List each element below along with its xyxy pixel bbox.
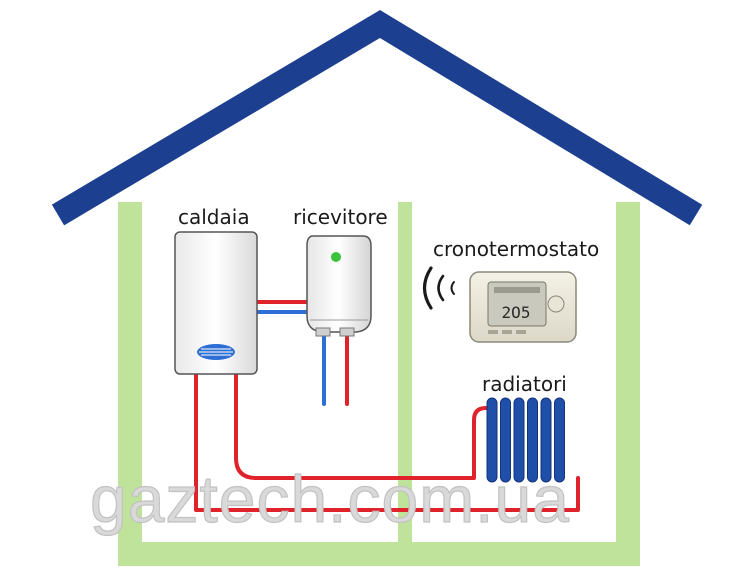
boiler-flame-window [197,344,235,360]
chronothermostat: 2O5 [469,271,577,343]
radiator-fin [486,397,498,483]
receiver-status-led [331,252,341,262]
thermostat-dial [547,295,565,313]
label-radiatori: radiatori [482,372,567,396]
boiler [174,231,258,375]
radiator [486,397,565,483]
radiator-fin [513,397,525,483]
radiator-fin [554,397,565,483]
house-roof [51,10,703,226]
heating-pipes [194,300,580,512]
label-ricevitore: ricevitore [293,205,388,229]
watermark-text: gaztech.com.ua [90,462,570,536]
thermostat-temperature: 2O5 [502,303,531,322]
radiator-fin [500,397,511,483]
wireless-signal-icon [422,266,455,310]
receiver [306,235,372,337]
label-cronotermostato: cronotermostato [433,237,599,261]
radiator-fin [527,397,538,483]
house-walls [118,202,640,566]
label-caldaia: caldaia [178,205,250,229]
radiator-fin [540,397,552,483]
